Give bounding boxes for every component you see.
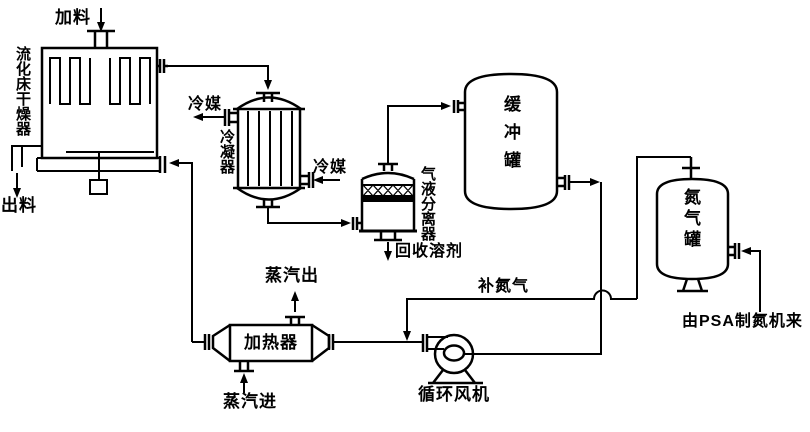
buffer-tank-label: 缓冲罐: [501, 95, 520, 179]
gas-liquid-separator: [351, 162, 417, 242]
coolant-out-label: 冷媒: [188, 96, 223, 113]
buffer-tank-vessel: [452, 72, 571, 211]
condenser-label: 冷凝器: [218, 129, 235, 174]
discharge-label: 出料: [1, 196, 37, 215]
nitrogen-tank-vessel: [655, 157, 741, 293]
heater-label: 加热器: [244, 333, 298, 352]
feed-label: 加料: [55, 8, 91, 27]
psa-source-label: 由PSA制氮机来: [682, 313, 803, 330]
coolant-in-arrow: [313, 176, 340, 184]
circulating-fan: [421, 333, 601, 385]
recovered-solvent-label: 回收溶剂: [395, 243, 464, 260]
line-dryer-to-condenser: [168, 65, 272, 90]
coolant-out-arrow: [193, 113, 225, 121]
recovered-solvent-arrow: [384, 242, 392, 261]
separator-label: 气液分离器: [419, 166, 436, 241]
line-nitrogen-tank-header: [636, 156, 691, 299]
fan-label: 循环风机: [418, 385, 490, 404]
steam-out-label: 蒸汽出: [265, 266, 319, 285]
line-buffer-to-fan: [464, 178, 602, 355]
heater-vessel: [192, 315, 335, 373]
nitrogen-makeup-line: [403, 289, 637, 341]
line-condenser-to-separator: [267, 207, 351, 227]
condenser-vessel: [223, 91, 315, 209]
psa-supply-line: [741, 247, 761, 312]
dryer-label: 流化床干燥器: [14, 46, 31, 136]
steam-in-arrow: [240, 373, 248, 393]
nitrogen-makeup-label: 补氮气: [478, 278, 530, 295]
line-separator-to-buffer: [387, 102, 451, 164]
coolant-in-label: 冷媒: [313, 159, 348, 176]
discharge-arrow: [13, 173, 21, 198]
fluidized-bed-dryer: [11, 29, 168, 195]
feed-arrow: [97, 8, 105, 32]
nitrogen-tank-label: 氮气罐: [681, 188, 700, 251]
steam-out-arrow: [291, 291, 299, 312]
line-heater-to-dryer: [169, 159, 193, 342]
steam-in-label: 蒸汽进: [223, 392, 277, 411]
